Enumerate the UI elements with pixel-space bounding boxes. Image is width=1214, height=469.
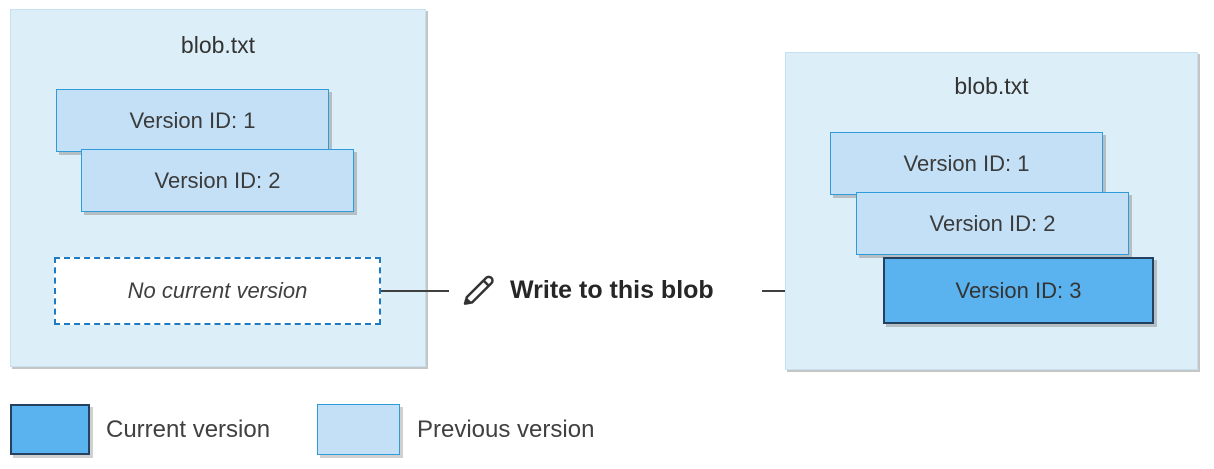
legend-swatch-previous-version — [317, 404, 400, 455]
legend-label-current-version: Current version — [106, 416, 271, 443]
left-version-card-2: Version ID: 2 — [81, 149, 354, 212]
version-label: Version ID: 2 — [929, 210, 1056, 236]
no-current-version-box: No current version — [54, 257, 381, 325]
right-blob-box: blob.txt Version ID: 1 Version ID: 2 Ver… — [785, 52, 1198, 370]
version-label: Version ID: 2 — [154, 167, 281, 193]
left-blob-box: blob.txt Version ID: 1 Version ID: 2 No … — [10, 9, 426, 367]
connector-line-left — [381, 290, 449, 292]
pencil-icon — [458, 270, 498, 310]
right-blob-title: blob.txt — [954, 73, 1029, 99]
version-label: Version ID: 1 — [129, 107, 256, 133]
legend-label-previous-version: Previous version — [417, 416, 595, 443]
left-version-card-1: Version ID: 1 — [56, 89, 329, 152]
legend-swatch-current-version — [10, 404, 90, 455]
right-version-card-2: Version ID: 2 — [856, 192, 1129, 255]
no-current-version-label: No current version — [127, 278, 308, 303]
write-action-label: Write to this blob — [510, 276, 714, 304]
right-version-card-3-current: Version ID: 3 — [883, 257, 1154, 324]
left-blob-title: blob.txt — [180, 32, 256, 58]
version-label: Version ID: 3 — [955, 277, 1082, 303]
right-version-card-1: Version ID: 1 — [830, 132, 1103, 195]
version-label: Version ID: 1 — [903, 150, 1030, 176]
